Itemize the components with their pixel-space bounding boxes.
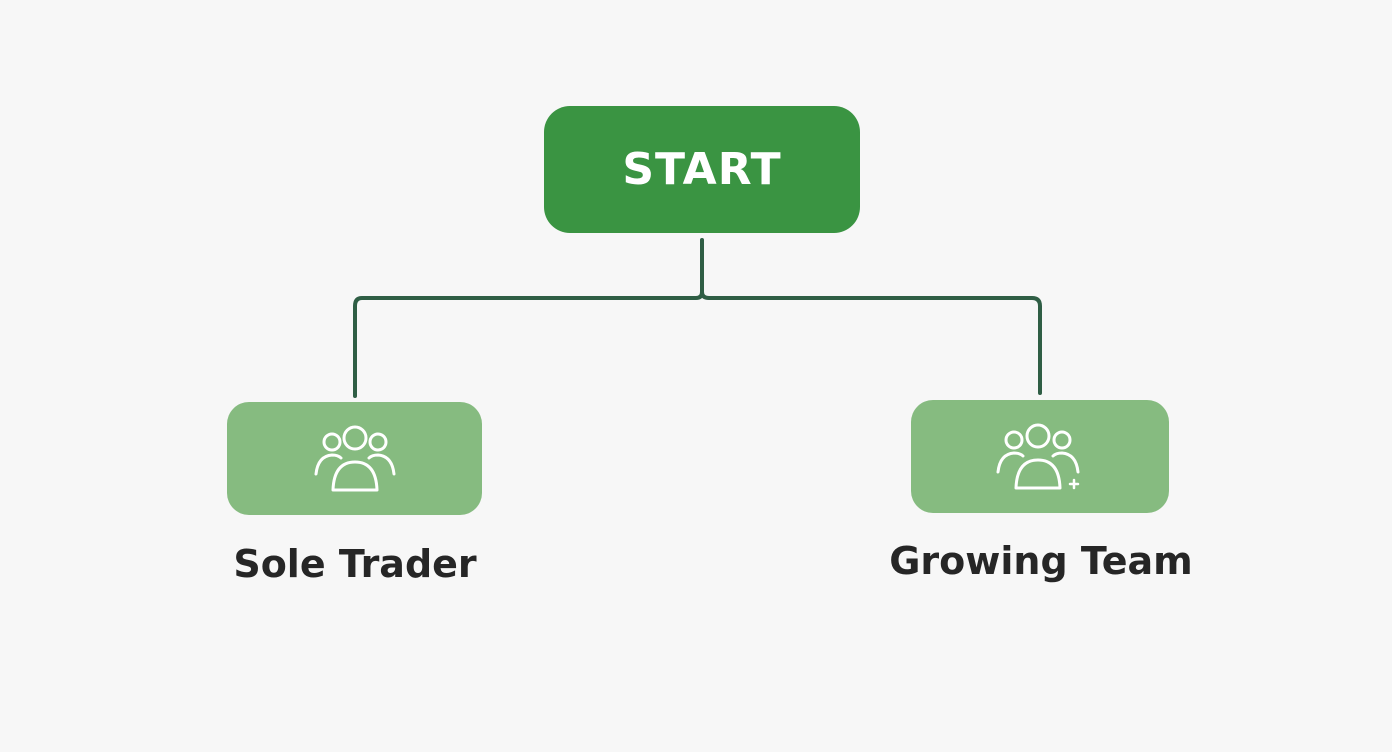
people-group-plus-icon: [992, 422, 1088, 492]
people-group-icon: [310, 424, 400, 494]
connector-to-growing-team: [700, 290, 1042, 395]
growing-team-node[interactable]: [911, 400, 1169, 513]
sole-trader-label: Sole Trader: [233, 542, 477, 586]
growing-team-label: Growing Team: [889, 539, 1193, 583]
connector-start-stem: [353, 238, 704, 398]
start-node[interactable]: START: [544, 106, 860, 233]
start-label: START: [622, 144, 782, 195]
sole-trader-node[interactable]: [227, 402, 482, 515]
